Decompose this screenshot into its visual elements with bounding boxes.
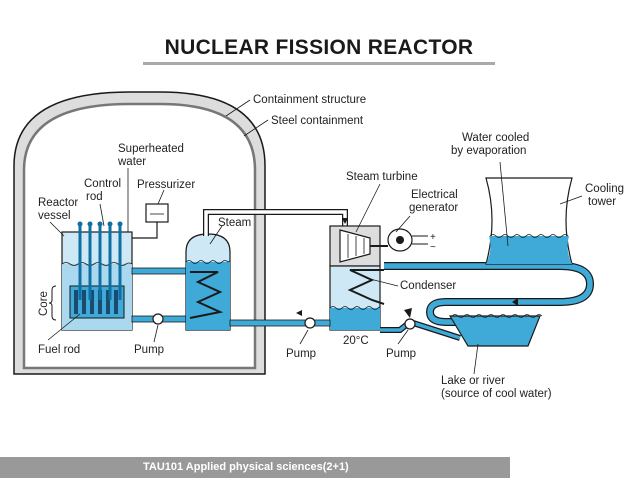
label-water-cooled-2: by evaporation [451,145,526,157]
fuel-rod [114,290,118,314]
title-underline [143,62,495,65]
label-water-cooled: Water cooled [462,132,529,144]
label-lake-source: (source of cool water) [441,388,552,400]
steam-turbine [339,229,371,263]
label-pressurizer: Pressurizer [137,179,195,191]
label-lake-or-river: Lake or river [441,375,505,387]
label-superheated-water: Superheated [118,143,184,155]
label-superheated-water-2: water [117,156,146,168]
footer-bar: TAU101 Applied physical sciences(2+1) [0,457,510,478]
label-pump-feed: Pump [286,348,316,360]
condenser-coil [347,269,385,305]
label-steel-containment: Steel containment [271,115,364,127]
label-cooling-tower-2: tower [588,196,616,208]
steam-generator-coil [189,271,224,319]
label-reactor-vessel-2: vessel [38,210,71,222]
lake [448,315,541,347]
label-steam-turbine: Steam turbine [346,171,418,183]
label-temperature: 20°C [343,335,369,347]
fuel-rod [82,290,86,314]
label-pump-primary: Pump [134,344,164,356]
label-steam: Steam [218,217,251,229]
label-control-rod: Control [84,178,121,190]
label-fuel-rod: Fuel rod [38,344,80,356]
label-reactor-vessel: Reactor [38,197,78,209]
pressurizer [145,203,169,223]
cooling-loop-pipe [384,262,595,326]
primary-pump [152,313,164,325]
label-electrical-generator: Electrical [411,189,458,201]
generator-plus-symbol: + [430,232,436,243]
label-cooling-tower: Cooling [585,183,624,195]
label-core: Core [38,291,50,316]
label-pump-cooling: Pump [386,348,416,360]
fuel-rod [90,290,94,314]
fuel-rod [106,290,110,314]
cooling-pump [404,318,416,330]
label-control-rod-2: rod [86,191,103,203]
generator-ac-symbol: ~ [430,242,436,253]
fuel-rod [74,290,78,314]
footer-text: TAU101 Applied physical sciences(2+1) [143,461,349,473]
label-electrical-generator-2: generator [409,202,458,214]
fuel-rod [98,290,102,314]
primary-hot-pipe [131,267,187,275]
label-condenser: Condenser [400,280,456,292]
label-containment-structure: Containment structure [253,94,366,106]
feedwater-pipe [229,319,331,327]
page-title: NUCLEAR FISSION REACTOR [164,36,474,59]
feedwater-pump [304,317,316,329]
